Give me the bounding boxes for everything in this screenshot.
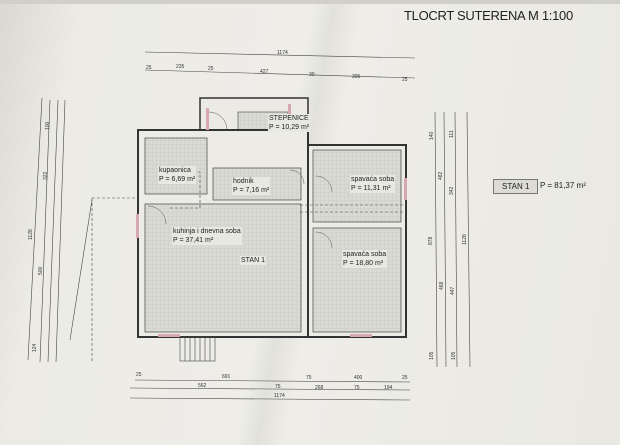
legend-unit-area: P = 81,37 m² [540,181,586,190]
dim-left: 322 [43,171,49,180]
dim-top: 25 [146,65,152,71]
dim-left: 1128 [28,229,34,240]
dim-right: 1128 [462,234,468,245]
dimension-lines-left [27,97,66,363]
dim-top: 25 [402,77,408,83]
dim-left: 100 [45,121,51,130]
dim-bottom: 25 [402,375,408,381]
legend-unit-box: STAN 1 [493,179,539,194]
dim-bottom-total: 1174 [274,393,285,399]
dim-right: 140 [429,131,435,140]
dim-top-total: 1174 [277,50,288,56]
dimension-lines-right [434,111,471,368]
dim-bottom: 691 [222,374,231,380]
dim-bottom: 268 [315,385,324,391]
dim-top: 395 [352,74,361,80]
dim-right: 105 [429,351,435,360]
dimension-lines-bottom [129,379,411,401]
dim-bottom: 194 [384,385,393,391]
dim-bottom: 562 [198,383,207,389]
dimension-lines-top [144,51,416,79]
unit-label: STAN 1 [240,256,266,265]
dim-left: 500 [38,266,44,275]
dim-right: 342 [449,186,455,195]
dim-right: 468 [439,281,445,290]
dim-right: 878 [428,236,434,245]
drawing-title: TLOCRT SUTERENA M 1:100 [404,8,573,23]
dim-right: 447 [450,286,456,295]
dim-right: 111 [449,130,455,138]
dim-bottom: 75 [354,385,360,391]
paper-edge [0,0,620,4]
dim-top: 235 [176,64,185,70]
dim-top: 25 [208,66,214,72]
dim-left: 124 [32,343,38,352]
dim-bottom: 75 [275,384,281,390]
dim-top: 427 [260,69,269,75]
dim-bottom: 25 [136,372,142,378]
dim-top: 30 [309,72,315,78]
dim-bottom: 400 [354,375,363,381]
dim-bottom: 75 [306,375,312,381]
dim-right: 482 [438,171,444,180]
dim-right: 105 [451,351,457,360]
